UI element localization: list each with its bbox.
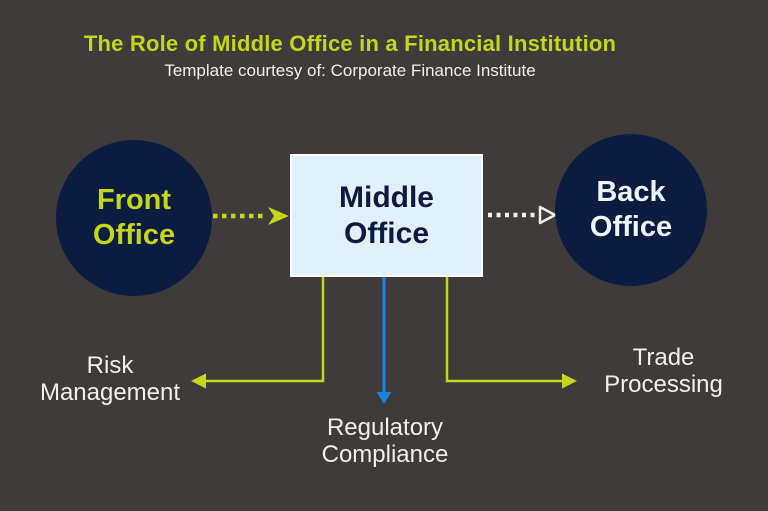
page-subtitle: Template courtesy of: Corporate Finance … — [164, 61, 536, 80]
trade-processing-label: Trade Processing — [566, 344, 761, 398]
middle-office-node: Middle Office — [290, 154, 483, 277]
back-office-label-line2: Office — [589, 211, 673, 243]
back-office-label-line1: Back — [596, 176, 666, 208]
risk-management-label: Risk Management — [15, 352, 205, 406]
regulatory-compliance-label: Regulatory Compliance — [283, 414, 487, 468]
risk-management-line2: Management — [39, 379, 181, 406]
middle-office-label-line1: Middle — [339, 180, 434, 214]
regulatory-compliance-line1: Regulatory — [326, 414, 444, 441]
back-office-node: Back Office — [555, 134, 707, 286]
middle-to-back-dotted-arrow — [488, 205, 557, 225]
front-office-label-line2: Office — [92, 219, 176, 251]
risk-management-line1: Risk — [86, 352, 134, 379]
page-title: The Role of Middle Office in a Financial… — [83, 31, 617, 56]
trade-processing-line1: Trade — [632, 344, 695, 371]
front-to-middle-dotted-arrow — [213, 207, 289, 225]
middle-office-label-line2: Office — [343, 216, 430, 250]
regulatory-compliance-line2: Compliance — [321, 441, 449, 468]
trade-processing-line2: Processing — [604, 371, 723, 398]
middle-to-regulatory-arrow — [376, 276, 392, 404]
front-office-node: Front Office — [56, 140, 212, 296]
middle-to-trade-arrow — [445, 276, 577, 389]
front-office-label-line1: Front — [96, 184, 172, 216]
middle-to-risk-arrow — [191, 276, 325, 389]
